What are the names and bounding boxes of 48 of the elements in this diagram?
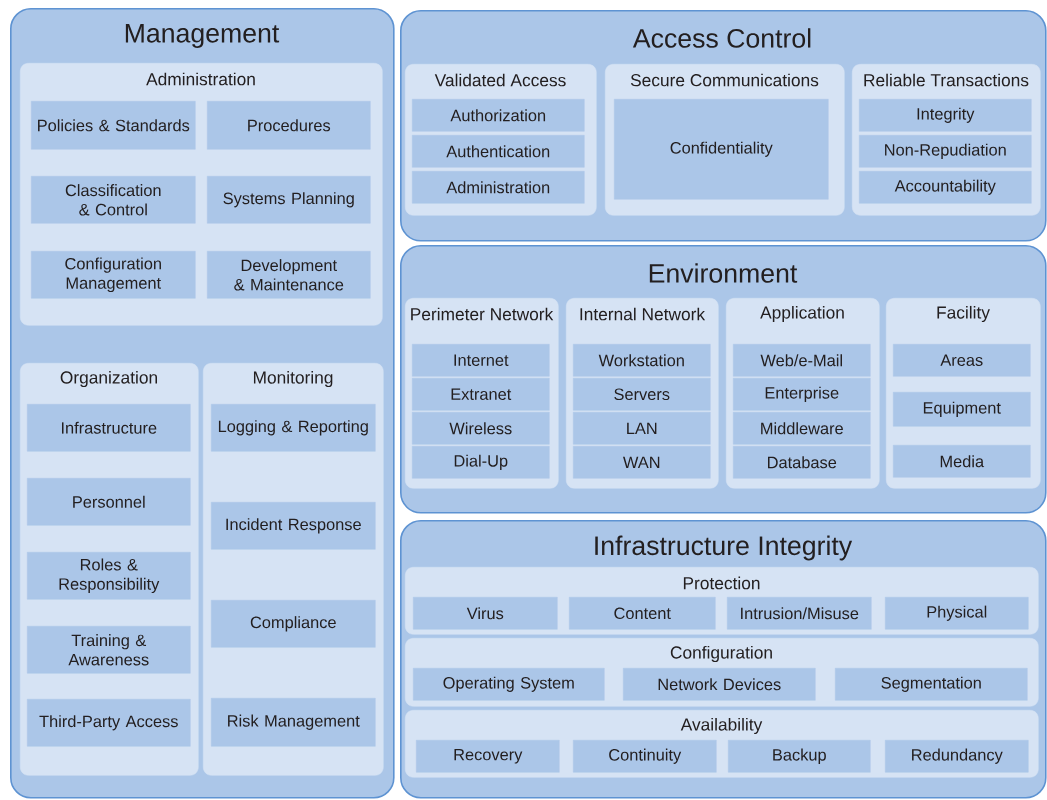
- item-box: Physical: [885, 597, 1029, 630]
- item-box: Network Devices: [623, 668, 816, 701]
- item-box: Authentication: [412, 135, 585, 168]
- item-box: Workstation: [573, 344, 711, 377]
- item-box: Web/e-Mail: [733, 344, 871, 377]
- item-box: Content: [569, 597, 716, 630]
- item-box: Roles & Responsibility: [27, 552, 191, 600]
- item-box: Internet: [412, 344, 550, 377]
- item-box: Risk Management: [211, 698, 376, 747]
- item-box: Administration: [412, 171, 585, 204]
- item-box: Enterprise: [733, 378, 871, 411]
- item-box: Development & Maintenance: [207, 251, 371, 299]
- item-box: Areas: [893, 344, 1031, 377]
- item-box: Non-Repudiation: [859, 135, 1032, 168]
- item-box: Redundancy: [885, 740, 1029, 773]
- item-box: Training & Awareness: [27, 626, 191, 674]
- item-box: Extranet: [412, 378, 550, 411]
- item-box: Equipment: [893, 392, 1031, 427]
- item-box: Configuration Management: [31, 251, 196, 299]
- item-box: Classification & Control: [31, 176, 196, 224]
- item-box: Policies & Standards: [31, 101, 196, 150]
- item-box: Media: [893, 445, 1031, 478]
- item-box: Servers: [573, 378, 711, 411]
- item-box: LAN: [573, 412, 711, 445]
- item-box: Continuity: [573, 740, 717, 773]
- item-box: Incident Response: [211, 502, 376, 550]
- item-box: Systems Planning: [207, 176, 371, 224]
- item-box: Dial-Up: [412, 446, 550, 479]
- item-box: Database: [733, 446, 871, 479]
- item-box: Confidentiality: [614, 99, 829, 200]
- item-box: Logging & Reporting: [211, 404, 376, 452]
- item-box: Virus: [413, 597, 558, 630]
- item-box: Personnel: [27, 478, 191, 526]
- item-box: Wireless: [412, 412, 550, 445]
- item-box: WAN: [573, 446, 711, 479]
- item-box: Accountability: [859, 171, 1032, 204]
- item-box: Integrity: [859, 99, 1032, 132]
- item-box: Middleware: [733, 412, 871, 445]
- item-box: Compliance: [211, 600, 376, 648]
- item-box: Authorization: [412, 99, 585, 132]
- item-box: Recovery: [416, 740, 560, 773]
- item-box: Segmentation: [835, 668, 1028, 701]
- item-box: Procedures: [207, 101, 371, 150]
- item-box: Operating System: [413, 668, 605, 701]
- item-box: Infrastructure: [27, 404, 191, 452]
- item-box: Third-Party Access: [27, 699, 191, 747]
- item-box: Intrusion/Misuse: [727, 597, 872, 630]
- item-box: Backup: [728, 740, 871, 773]
